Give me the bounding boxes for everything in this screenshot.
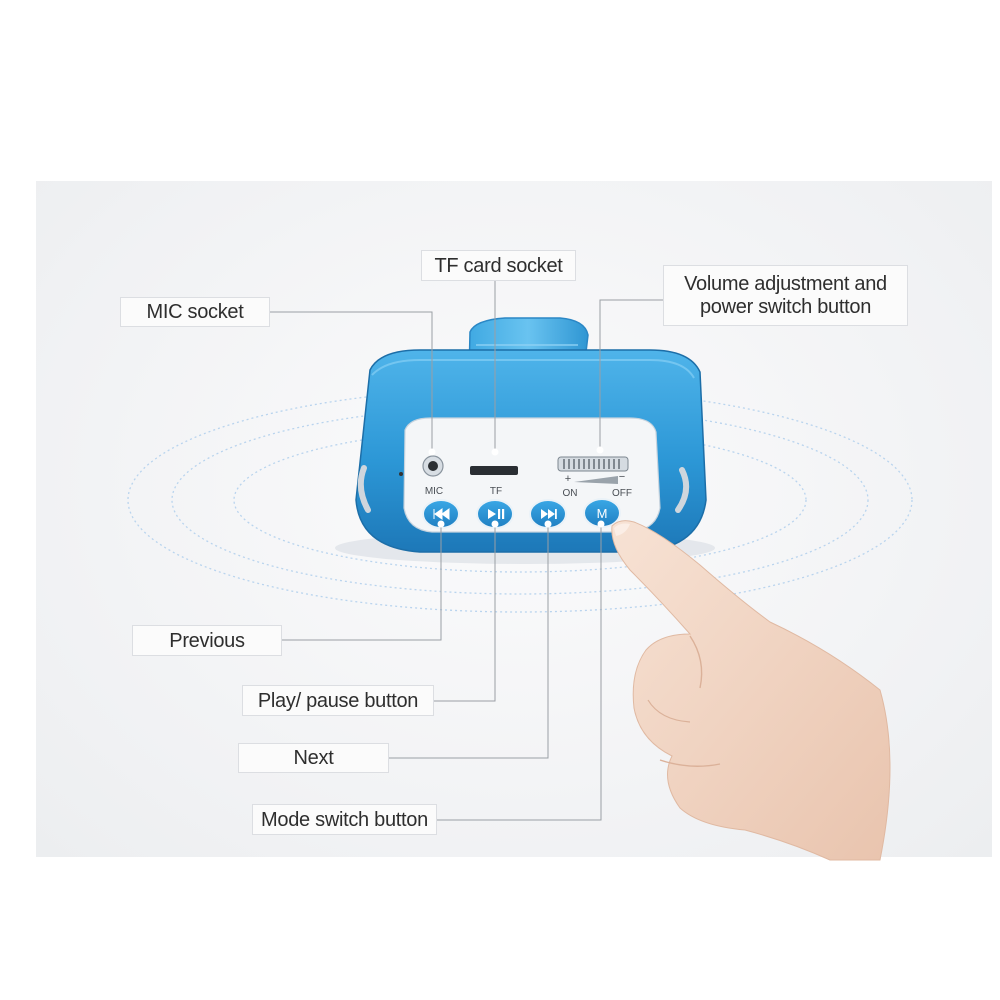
callout-play-pause: Play/ pause button <box>242 685 434 716</box>
callout-previous: Previous <box>132 625 282 656</box>
fingernail <box>614 523 630 536</box>
callout-mic-socket: MIC socket <box>120 297 270 327</box>
callout-volume-power-line1: Volume adjustment and <box>684 273 887 295</box>
callout-volume-power-line2: power switch button <box>699 296 872 318</box>
leader-next <box>389 524 549 759</box>
skip-forward-icon <box>541 509 555 519</box>
tf-card-slot <box>470 466 518 475</box>
callout-mic-socket-text: MIC socket <box>146 301 244 323</box>
callout-previous-text: Previous <box>169 630 245 652</box>
panel-label-tf: TF <box>490 486 502 497</box>
callout-volume-power: Volume adjustment and power switch butto… <box>663 265 908 326</box>
speaker-body <box>355 349 707 553</box>
leader-volume <box>599 299 663 452</box>
panel-label-plus: + <box>565 473 571 485</box>
skip-back-icon <box>433 508 450 520</box>
panel-label-off: OFF <box>612 488 632 499</box>
leader-mode <box>437 524 602 821</box>
mode-m-icon: M <box>597 506 608 521</box>
lanyard-hook-left <box>357 465 371 513</box>
callout-mode-switch: Mode switch button <box>252 804 437 835</box>
panel-label-on: ON <box>563 488 578 499</box>
mic-socket-jack <box>422 455 444 477</box>
anchor-dots <box>428 446 605 528</box>
leader-mic <box>270 311 433 455</box>
lanyard-hook-right <box>675 467 690 513</box>
callout-tf-card-socket: TF card socket <box>421 250 576 281</box>
volume-ramp-icon <box>574 476 618 484</box>
panel-label-mic: MIC <box>425 486 443 497</box>
callout-mode-switch-text: Mode switch button <box>261 809 428 831</box>
leader-play-pause <box>434 524 496 702</box>
volume-power-wheel <box>557 456 629 484</box>
sound-ring-middle <box>171 405 869 595</box>
panel-label-minus: − <box>619 471 625 483</box>
pointing-hand <box>611 520 891 861</box>
leader-previous <box>282 524 442 641</box>
callout-next: Next <box>238 743 389 773</box>
indicator-dot <box>399 472 403 476</box>
callout-tf-card-socket-text: TF card socket <box>434 255 563 277</box>
leader-lines <box>270 280 663 821</box>
play-pause-icon <box>488 509 496 519</box>
callout-next-text: Next <box>293 747 334 769</box>
callout-play-pause-text: Play/ pause button <box>257 690 419 712</box>
